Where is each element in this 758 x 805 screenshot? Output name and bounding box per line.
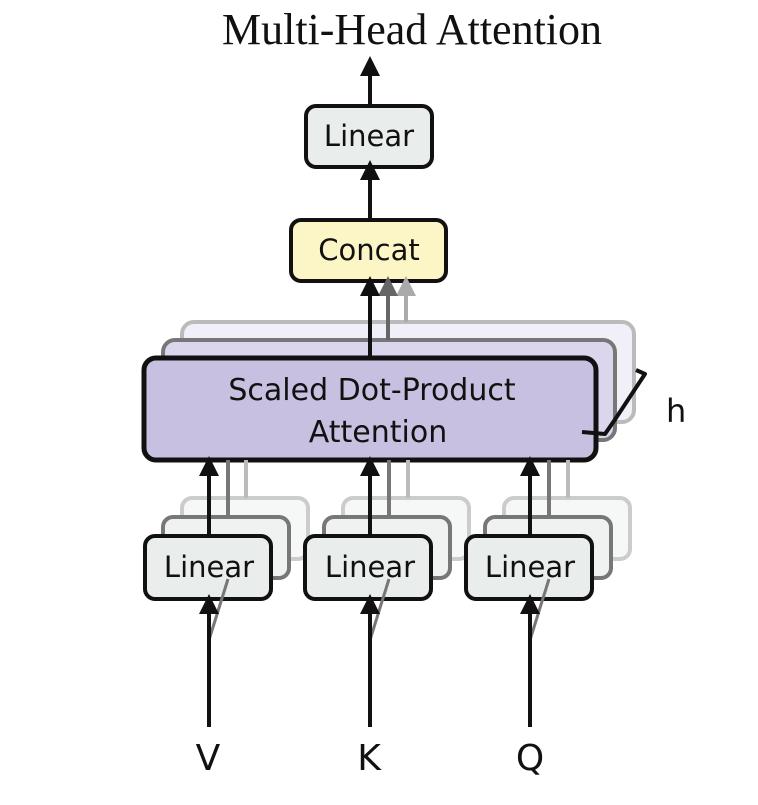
attention-label-line1: Scaled Dot-Product: [228, 373, 515, 408]
concat-label: Concat: [318, 233, 419, 267]
linear-q-label: Linear: [485, 550, 575, 584]
linear-output-block: Linear: [304, 104, 434, 169]
input-q-label: Q: [516, 738, 544, 779]
linear-output-label: Linear: [324, 119, 414, 153]
diagram-title: Multi-Head Attention: [222, 5, 602, 54]
linear-k-block: Linear: [303, 534, 433, 601]
linear-k-label: Linear: [325, 550, 415, 584]
attention-label-line2: Attention: [309, 415, 447, 450]
scaled-dot-product-attention-block: Scaled Dot-Product Attention: [141, 355, 599, 463]
linear-to-attention-back-lines: [226, 460, 570, 517]
heads-brace: [581, 368, 647, 436]
input-v-label: V: [196, 738, 221, 779]
linear-v-label: Linear: [164, 550, 254, 584]
linear-q-block: Linear: [464, 534, 594, 601]
heads-label: h: [666, 392, 686, 430]
linear-v-block: Linear: [143, 534, 273, 601]
concat-block: Concat: [289, 218, 448, 283]
input-k-label: K: [357, 738, 382, 779]
